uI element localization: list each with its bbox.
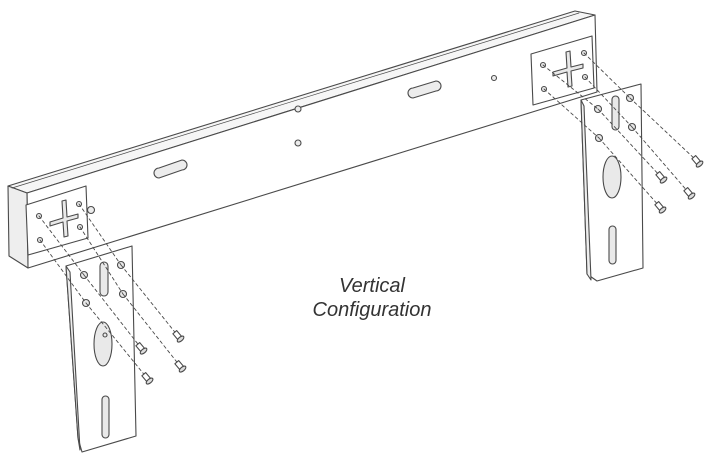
screw bbox=[141, 372, 154, 385]
horizontal-bar bbox=[7, 10, 598, 269]
bar-hole bbox=[294, 139, 302, 147]
bar-hole bbox=[86, 205, 96, 215]
screw bbox=[691, 155, 704, 168]
left-end-plate bbox=[25, 185, 89, 256]
caption-line-2: Configuration bbox=[312, 299, 432, 321]
screw bbox=[683, 187, 696, 200]
right-alignment-lines bbox=[542, 52, 698, 208]
bar-slot bbox=[153, 159, 188, 179]
bar-hole bbox=[294, 105, 302, 113]
screw bbox=[135, 342, 148, 355]
right-vertical-bracket bbox=[580, 83, 644, 282]
screw bbox=[654, 201, 667, 214]
screw bbox=[174, 360, 187, 373]
caption-line-1: Vertical bbox=[339, 275, 405, 297]
left-alignment-lines bbox=[38, 203, 181, 379]
left-vertical-bracket bbox=[65, 245, 137, 453]
configuration-caption: Vertical Configuration bbox=[272, 274, 472, 322]
bar-slot bbox=[407, 80, 442, 99]
bar-hole bbox=[490, 74, 498, 82]
screw bbox=[655, 171, 668, 184]
screw bbox=[172, 330, 185, 343]
